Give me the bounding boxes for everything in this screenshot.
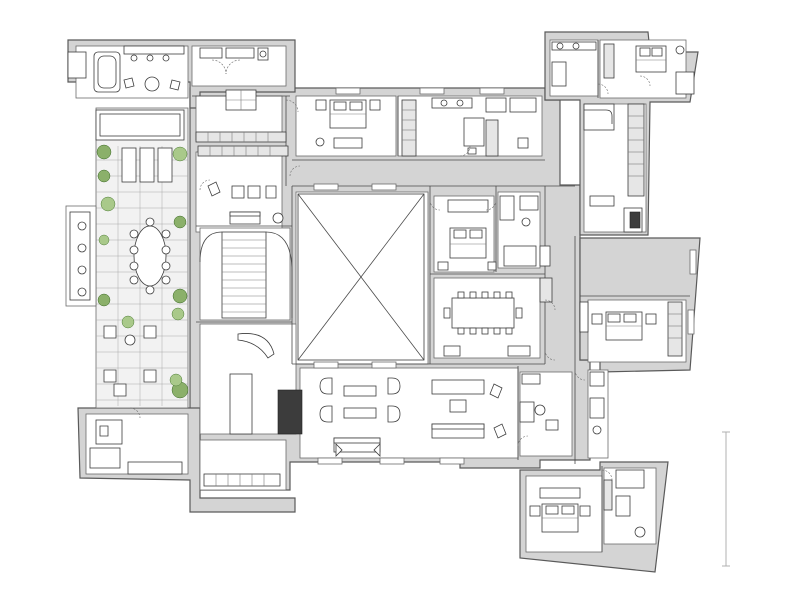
staircase	[199, 231, 293, 319]
wall-openings	[313, 87, 697, 465]
bath-fixtures-top-left	[67, 45, 269, 93]
dining-furniture	[443, 277, 553, 357]
right-bedroom-furniture	[579, 301, 683, 357]
salon-furniture	[319, 377, 507, 457]
right-lower-bath	[589, 371, 605, 435]
top-bedroom-furniture	[315, 99, 381, 149]
courtyard-lightwell	[297, 193, 425, 361]
scale-bar	[722, 431, 730, 567]
lounge-corridor	[207, 181, 284, 225]
salon	[299, 367, 519, 459]
top-dressing-fixtures	[401, 97, 537, 157]
bottom-bedroom-furniture	[529, 469, 646, 538]
terrace-planting	[96, 144, 189, 399]
partitions	[192, 40, 690, 552]
door-swings	[129, 59, 651, 481]
study-furniture	[195, 89, 289, 157]
middle-bath-fixtures	[499, 195, 551, 267]
middle-bedroom-furniture	[437, 199, 497, 271]
kitchen-fixtures	[583, 103, 645, 233]
tower-top-fixtures	[551, 41, 695, 95]
lower-left-lounge	[89, 419, 281, 487]
entrance-hall-furniture	[229, 333, 303, 435]
center-bath-fixtures	[519, 373, 559, 431]
terrace-paving	[65, 109, 188, 406]
